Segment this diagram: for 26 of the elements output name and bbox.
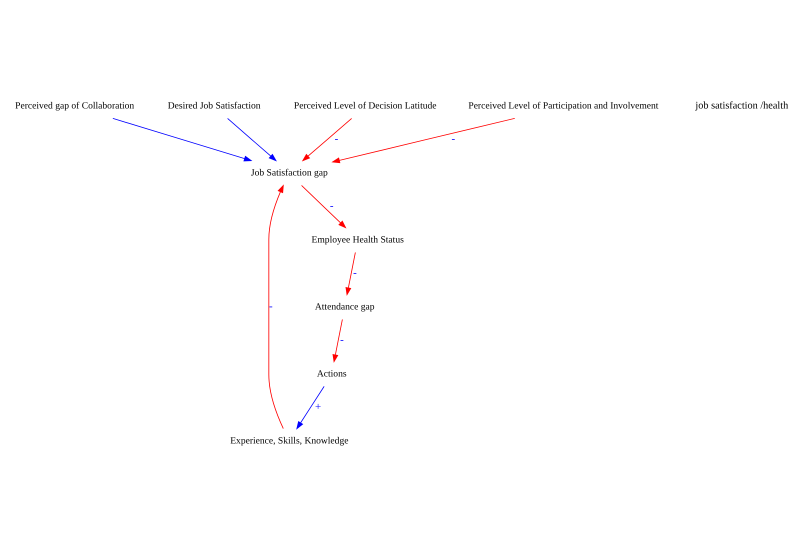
arrow [112,117,252,161]
edge-label: - [340,334,344,346]
node-text: Perceived gap of Collaboration [15,100,134,112]
edge-label: - [452,132,456,145]
arrow [301,184,346,228]
arrow [296,385,325,430]
node-text: Attendance gap [314,301,375,312]
arrow [331,117,516,163]
edge-label: + [314,400,322,413]
edge-label: - [330,200,334,212]
node-text: Perceived Level of Decision Latitude [294,100,437,112]
node-text: Actions [316,368,347,380]
arrow [346,252,356,296]
node-text: Desired Job Satisfaction [168,100,261,112]
edge-label: - [269,300,273,312]
arrow [268,184,284,428]
edge-label: - [353,266,357,279]
arrow [332,318,343,362]
edge-label: - [334,132,338,145]
arrow [302,118,352,162]
arrow [227,118,277,162]
node-text: Experience, Skills, Knowledge [230,434,348,446]
node-text: Job Satisfaction gap [250,167,328,178]
node-text: Perceived Level of Participation and Involvement [468,100,658,112]
node-text: Employee Health Status [312,234,404,246]
label: job satisfaction /health [695,100,788,111]
